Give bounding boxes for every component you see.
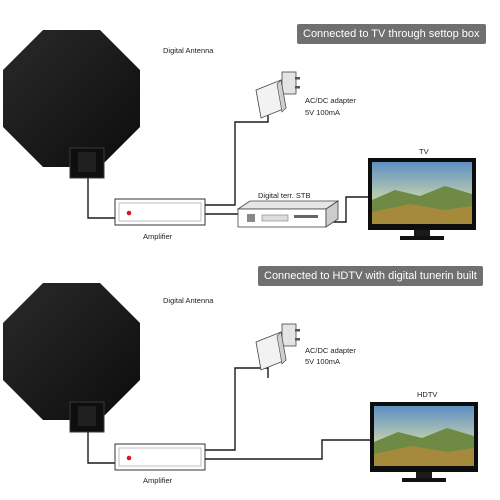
diagram-1-tv-label: TV	[419, 147, 429, 156]
tv-icon	[370, 402, 478, 482]
diagram-1-adapter-label: AC/DC adapter	[305, 96, 356, 105]
power-cable-adapter-to-amplifier	[205, 115, 269, 206]
antenna-icon	[3, 30, 140, 179]
antenna-icon	[3, 283, 140, 433]
diagram-1-adapter-spec: 5V 100mA	[305, 108, 341, 117]
diagram-2-amplifier-label: Amplifier	[143, 476, 173, 485]
diagram-2-adapter-label: AC/DC adapter	[305, 346, 356, 355]
power-cable-adapter-to-amplifier	[205, 367, 269, 451]
diagram-2-adapter-spec: 5V 100mA	[305, 357, 341, 366]
diagram-1-stb-label: Digital terr. STB	[258, 191, 311, 200]
power-adapter-icon	[255, 71, 300, 119]
diagram-2-banner: Connected to HDTV with digital tunerin b…	[258, 266, 483, 286]
coax-cable-antenna-to-amplifier	[87, 175, 115, 219]
power-adapter-icon	[255, 323, 300, 371]
amplifier-icon	[114, 198, 206, 226]
cable-stb-to-tv	[330, 196, 368, 223]
amplifier-icon	[114, 443, 206, 471]
diagram-2-antenna-label: Digital Antenna	[163, 296, 214, 305]
diagram-1-amplifier-label: Amplifier	[143, 232, 173, 241]
diagram-1-banner: Connected to TV through settop box	[297, 24, 486, 44]
tv-icon	[368, 158, 476, 240]
set-top-box-icon	[236, 200, 340, 228]
diagram-1-antenna-label: Digital Antenna	[163, 46, 214, 55]
diagram-2-tv-label: HDTV	[417, 390, 438, 399]
cable-amplifier-to-tv	[205, 439, 370, 460]
coax-cable-antenna-to-amplifier	[87, 428, 115, 464]
